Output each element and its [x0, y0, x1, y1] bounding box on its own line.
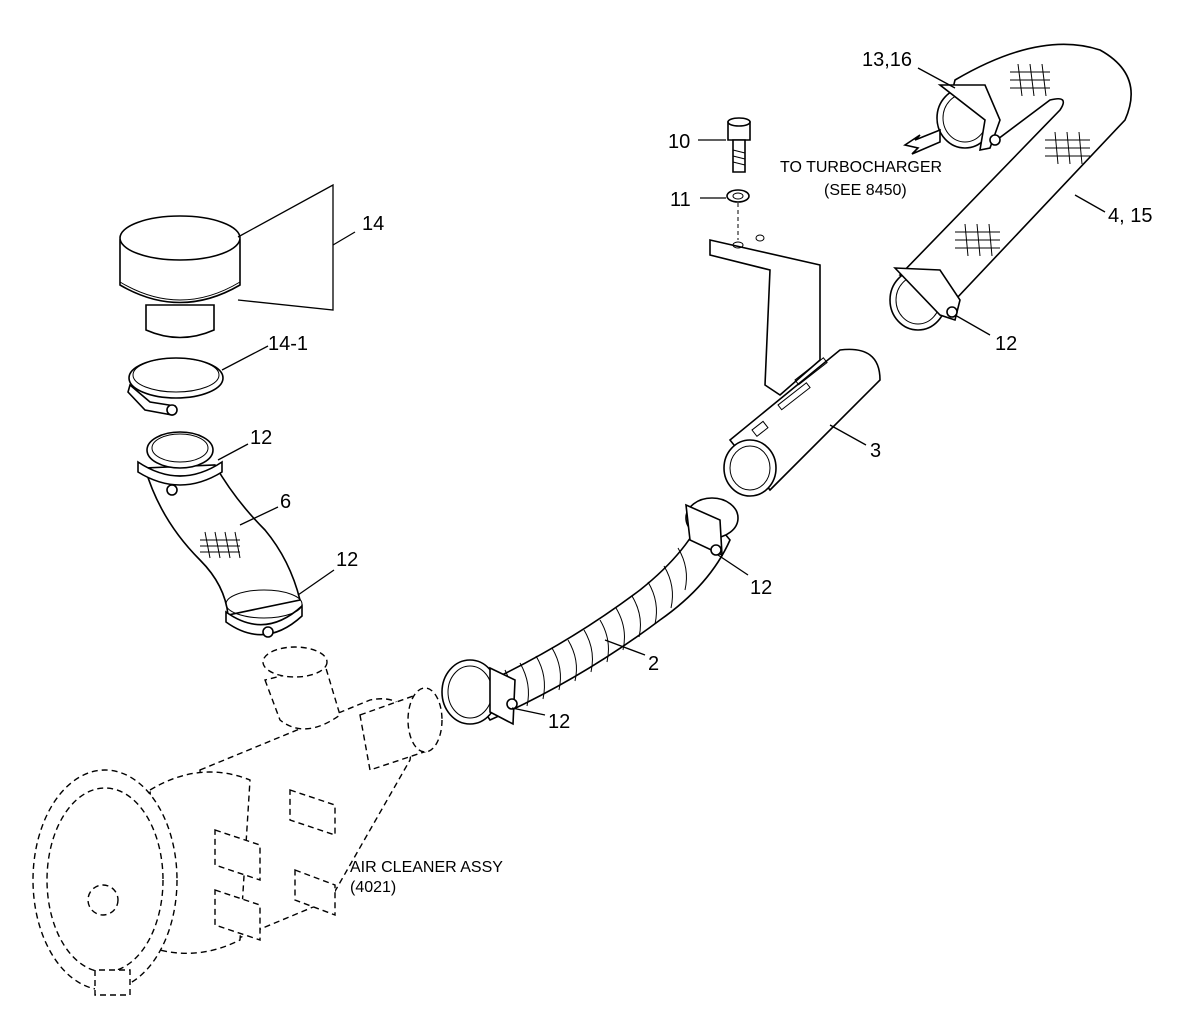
note-air-cleaner-ref: (4021)	[350, 879, 396, 896]
callout-10: 10	[668, 131, 690, 153]
leader-14	[237, 183, 334, 311]
callout-6: 6	[280, 491, 291, 513]
elbow-hose	[137, 431, 303, 638]
leader-13-16	[917, 67, 956, 89]
callout-12-d: 12	[750, 577, 772, 599]
note-turbocharger: TO TURBOCHARGER	[780, 159, 942, 176]
callout-12-b: 12	[336, 549, 358, 571]
lock-washer	[726, 189, 750, 203]
callout-14-1: 14-1	[268, 333, 308, 355]
callout-4-15: 4, 15	[1108, 205, 1152, 227]
note-turbocharger-ref: (SEE 8450)	[824, 182, 907, 199]
bolt	[727, 117, 751, 173]
leader-2	[604, 639, 646, 656]
leader-12-d	[717, 554, 749, 576]
leader-3	[829, 424, 867, 446]
leader-12-b	[297, 569, 335, 596]
corrugated-hose	[441, 497, 739, 726]
tube-with-bracket	[709, 234, 881, 497]
intake-elbow-tube	[889, 43, 1132, 331]
callout-3: 3	[870, 440, 881, 462]
callout-13-16: 13,16	[862, 49, 912, 71]
callout-2: 2	[648, 653, 659, 675]
leader-4-15	[1074, 194, 1106, 213]
leader-12-a	[217, 443, 249, 461]
callout-12-e: 12	[548, 711, 570, 733]
note-air-cleaner: AIR CLEANER ASSY	[350, 859, 503, 876]
leader-6	[239, 506, 279, 526]
leader-12-e	[511, 707, 546, 716]
callout-12-a: 12	[250, 427, 272, 449]
leader-12-c	[954, 314, 991, 336]
leader-14-tick	[332, 231, 356, 246]
callout-14: 14	[362, 213, 384, 235]
precleaner-cap	[119, 215, 241, 339]
band-clamp	[127, 357, 224, 416]
callout-12-c: 12	[995, 333, 1017, 355]
air-cleaner-assembly	[32, 646, 443, 996]
callout-11: 11	[670, 189, 691, 211]
leader-14-1	[221, 345, 269, 371]
